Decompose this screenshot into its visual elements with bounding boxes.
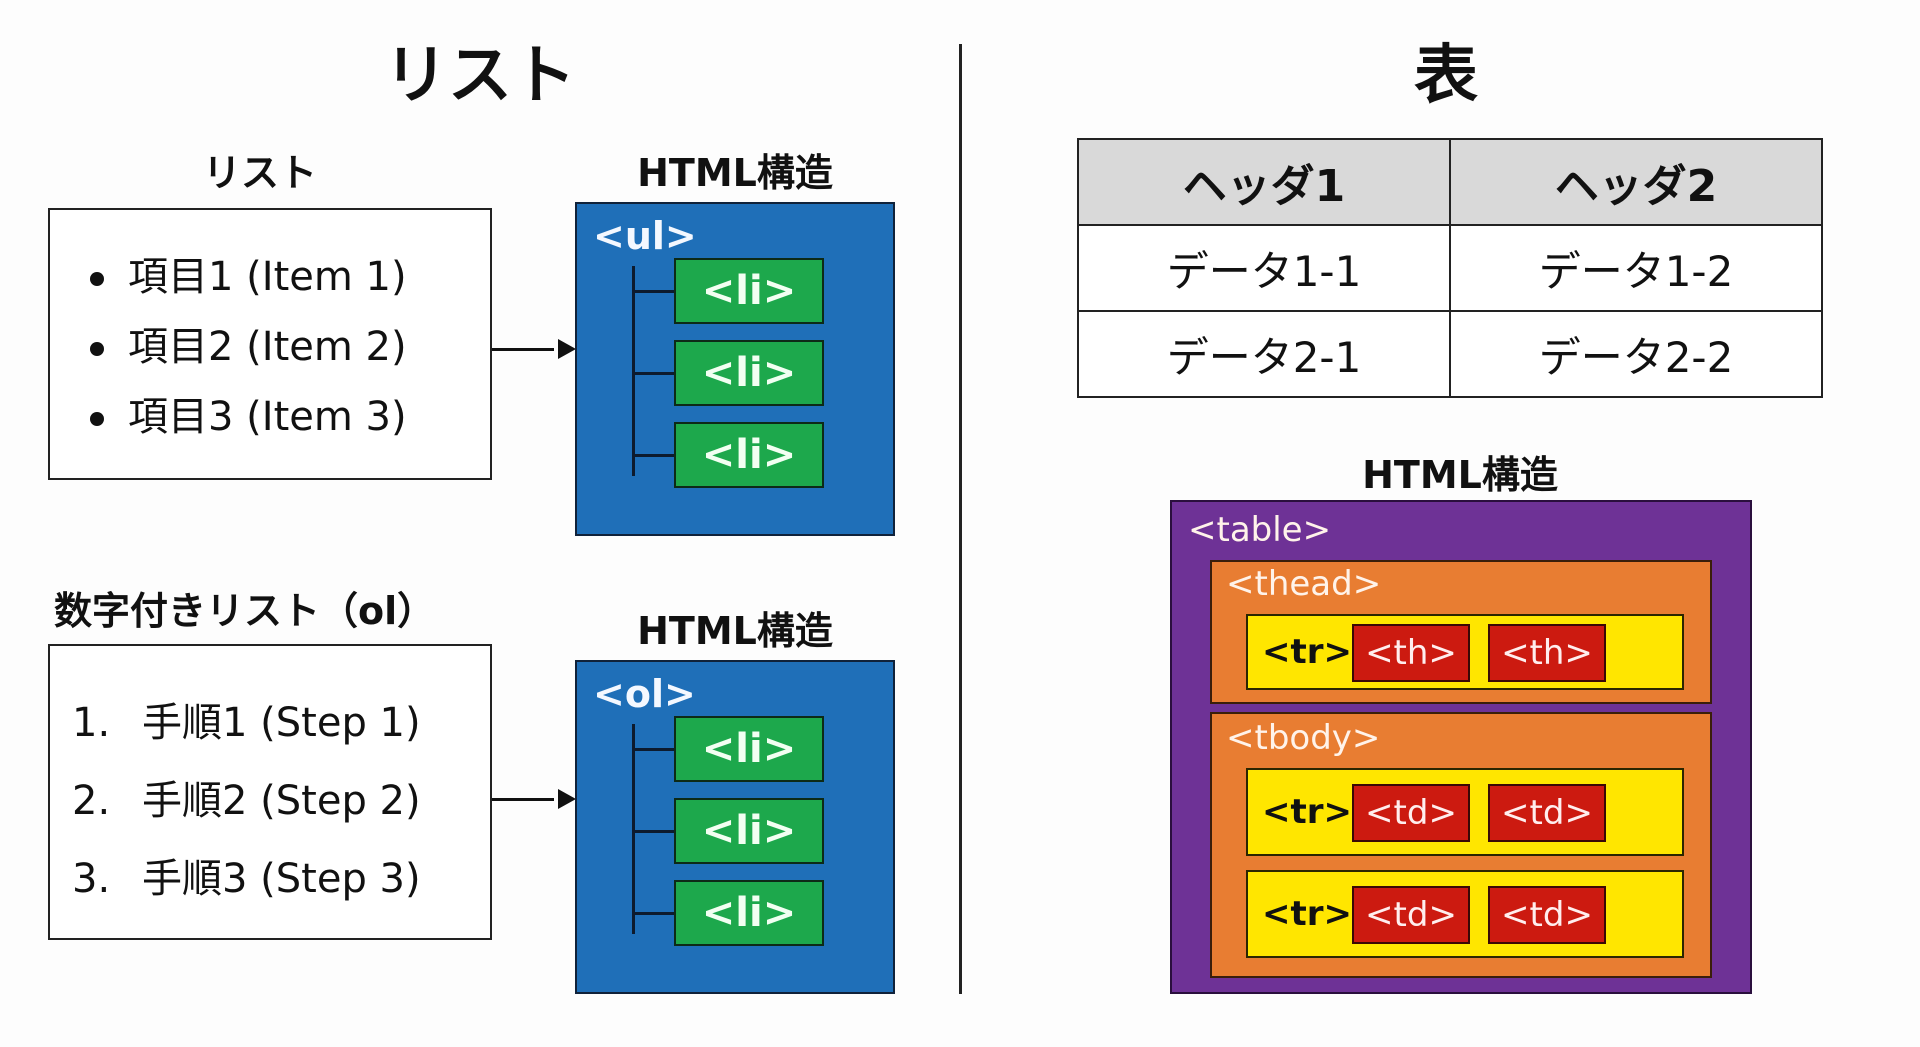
thead-tag: <thead>: [1226, 564, 1382, 604]
li-box: <li>: [674, 422, 824, 488]
tree-branch: [632, 748, 674, 751]
li-box: <li>: [674, 258, 824, 324]
ul-tag: <ul>: [593, 214, 697, 258]
table-cell: データ2-1: [1077, 310, 1451, 398]
example-table: ヘッダ1 ヘッダ2 データ1-1 データ1-2 データ2-1 データ2-2: [1077, 138, 1823, 398]
td-box: <td>: [1488, 784, 1606, 842]
arrow-right-icon: [558, 789, 576, 809]
li-box: <li>: [674, 880, 824, 946]
tbody-box: <tbody> <tr> <td> <td> <tr> <td> <td>: [1210, 712, 1712, 978]
bullet-icon: [90, 272, 104, 286]
tree-branch: [632, 454, 674, 457]
tr-tag: <tr>: [1262, 632, 1352, 672]
tr-box: <tr> <th> <th>: [1246, 614, 1684, 690]
tree-branch: [632, 372, 674, 375]
ol-container: <ol> <li> <li> <li>: [575, 660, 895, 994]
ol-structure-heading: HTML構造: [637, 609, 833, 653]
bullet-icon: [90, 342, 104, 356]
tree-trunk: [632, 266, 635, 476]
table-header-cell: ヘッダ2: [1449, 138, 1823, 226]
li-box: <li>: [674, 798, 824, 864]
ordered-list-item: 1.手順1 (Step 1): [72, 700, 421, 746]
table-title: 表: [1414, 39, 1478, 113]
list-title: リスト: [384, 39, 576, 113]
table-cell: データ2-2: [1449, 310, 1823, 398]
td-box: <td>: [1352, 784, 1470, 842]
tr-tag: <tr>: [1262, 792, 1352, 832]
ul-example-box: 項目1 (Item 1) 項目2 (Item 2) 項目3 (Item 3): [48, 208, 492, 480]
table-container: <table> <thead> <tr> <th> <th> <tbody> <…: [1170, 500, 1752, 994]
li-box: <li>: [674, 340, 824, 406]
list-item: 項目3 (Item 3): [90, 384, 407, 442]
tree-branch: [632, 912, 674, 915]
li-box: <li>: [674, 716, 824, 782]
tree-trunk: [632, 724, 635, 934]
thead-box: <thead> <tr> <th> <th>: [1210, 560, 1712, 704]
table-header-cell: ヘッダ1: [1077, 138, 1451, 226]
tr-box: <tr> <td> <td>: [1246, 768, 1684, 856]
tree-branch: [632, 830, 674, 833]
ol-tag: <ol>: [593, 672, 696, 716]
td-box: <td>: [1352, 886, 1470, 944]
ol-example-box: 1.手順1 (Step 1) 2.手順2 (Step 2) 3.手順3 (Ste…: [48, 644, 492, 940]
ul-container: <ul> <li> <li> <li>: [575, 202, 895, 536]
ul-arrow-line: [492, 348, 554, 351]
tbody-tag: <tbody>: [1226, 718, 1381, 758]
arrow-right-icon: [558, 339, 576, 359]
table-cell: データ1-1: [1077, 224, 1451, 312]
th-box: <th>: [1488, 624, 1606, 682]
table-row: データ2-1 データ2-2: [1077, 310, 1823, 398]
ol-arrow-line: [492, 798, 554, 801]
table-structure-heading: HTML構造: [1362, 453, 1558, 497]
th-box: <th>: [1352, 624, 1470, 682]
ul-structure-heading: HTML構造: [637, 151, 833, 195]
tr-box: <tr> <td> <td>: [1246, 870, 1684, 958]
table-header-row: ヘッダ1 ヘッダ2: [1077, 138, 1823, 226]
ol-heading: 数字付きリスト（ol）: [54, 589, 436, 633]
list-item: 項目1 (Item 1): [90, 244, 407, 302]
tree-branch: [632, 290, 674, 293]
table-row: データ1-1 データ1-2: [1077, 224, 1823, 312]
table-tag: <table>: [1188, 510, 1332, 550]
ul-heading: リスト: [202, 151, 317, 195]
tr-tag: <tr>: [1262, 894, 1352, 934]
ordered-list-item: 3.手順3 (Step 3): [72, 856, 421, 902]
list-item: 項目2 (Item 2): [90, 314, 407, 372]
bullet-icon: [90, 412, 104, 426]
td-box: <td>: [1488, 886, 1606, 944]
vertical-divider: [959, 44, 962, 994]
ordered-list-item: 2.手順2 (Step 2): [72, 778, 421, 824]
table-cell: データ1-2: [1449, 224, 1823, 312]
